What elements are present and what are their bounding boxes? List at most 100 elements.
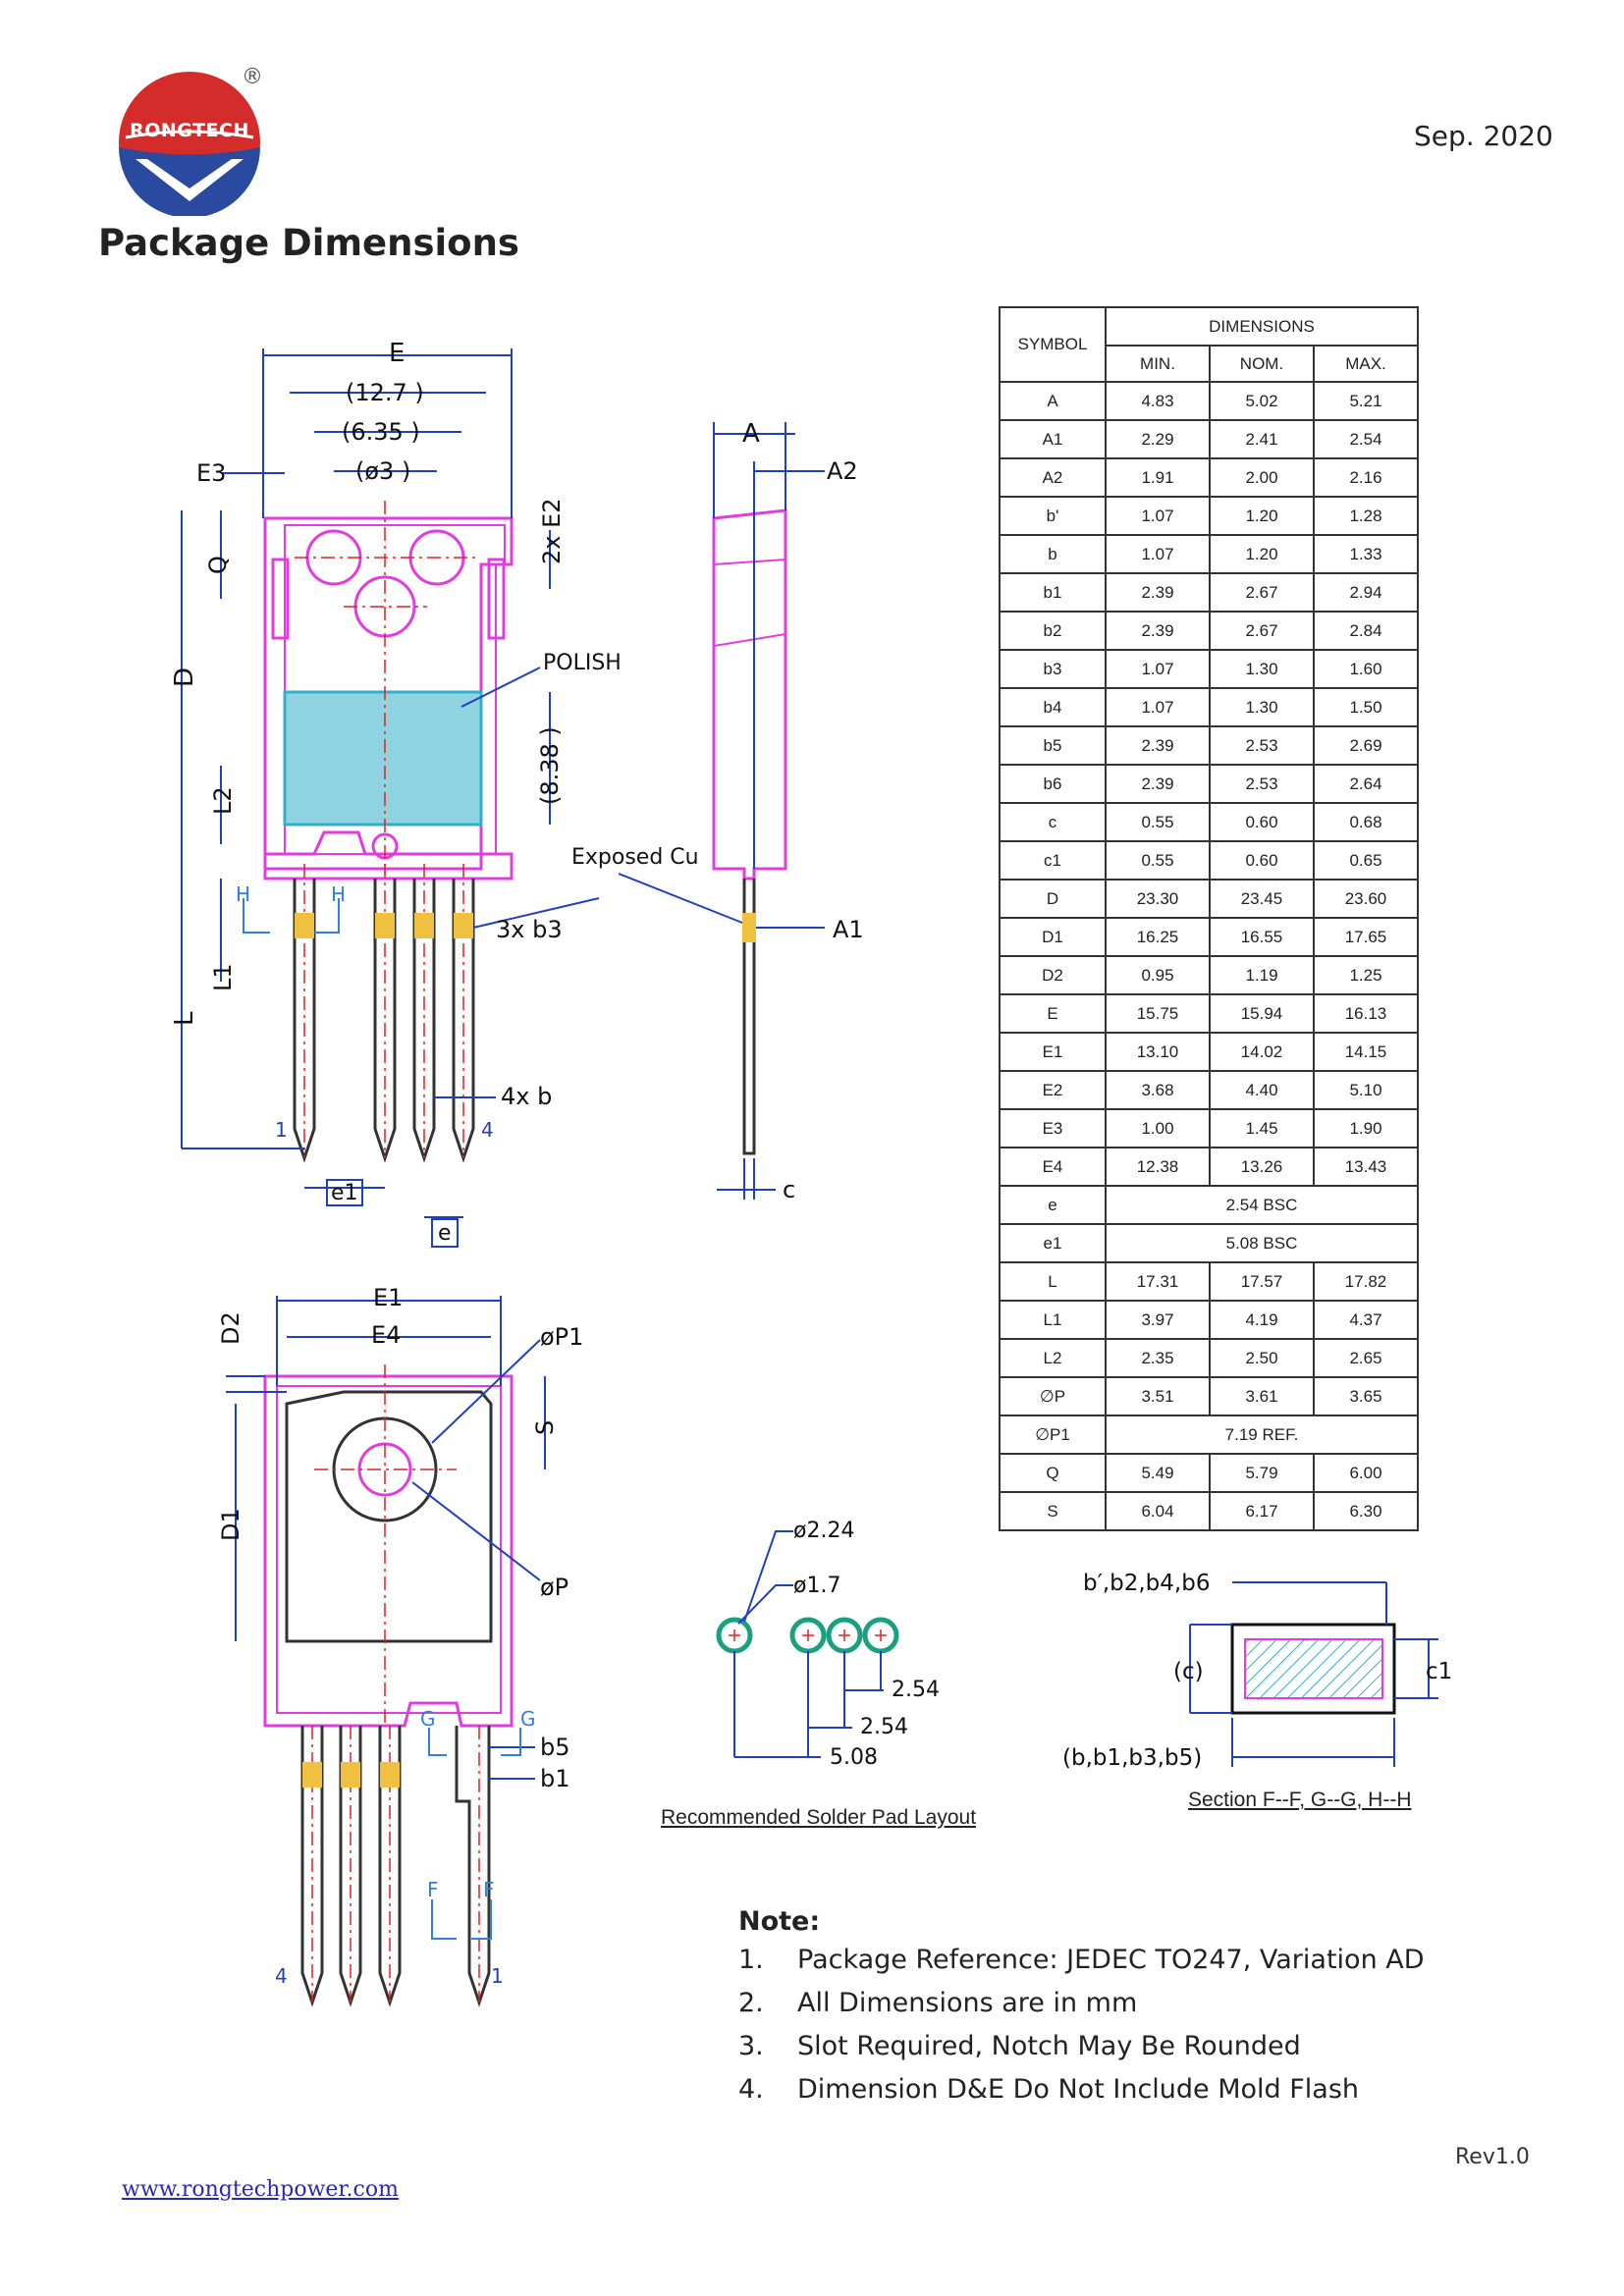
label-3x-b3: 3x b3 [496,916,563,943]
min-value-cell: 5.49 [1105,1453,1211,1493]
nom-value-cell: 0.60 [1209,840,1315,881]
label-4x-b: 4x b [501,1083,552,1110]
max-value-cell: 1.28 [1313,496,1419,536]
symbol-cell: b4 [999,687,1107,727]
note-text: Slot Required, Notch May Be Rounded [797,2031,1301,2061]
dimensions-header: DIMENSIONS [1105,306,1419,347]
symbol-cell: b5 [999,725,1107,766]
symbol-cell: D2 [999,955,1107,995]
min-value-cell: 1.00 [1105,1108,1211,1148]
min-value-cell: 13.10 [1105,1032,1211,1072]
symbol-cell: D1 [999,917,1107,957]
note-text: All Dimensions are in mm [797,1988,1138,2018]
label-A1: A1 [833,916,864,943]
label-P: øP [540,1574,568,1601]
revision-label: Rev1.0 [1455,2145,1530,2169]
nom-value-cell: 17.57 [1209,1261,1315,1302]
nom-value-cell: 5.02 [1209,381,1315,421]
symbol-header: SYMBOL [999,306,1107,383]
symbol-cell: E2 [999,1070,1107,1110]
min-value-cell: 2.39 [1105,611,1211,651]
symbol-cell: e [999,1185,1107,1225]
symbol-cell: D [999,879,1107,919]
note-text: Dimension D&E Do Not Include Mold Flash [797,2074,1360,2105]
label-A: A [742,419,760,449]
min-value-cell: 12.38 [1105,1147,1211,1187]
max-value-cell: 16.13 [1313,993,1419,1034]
max-value-cell: 1.25 [1313,955,1419,995]
nom-value-cell: 1.20 [1209,496,1315,536]
max-value-cell: 5.21 [1313,381,1419,421]
nom-value-cell: 1.30 [1209,687,1315,727]
min-value-cell: 1.07 [1105,687,1211,727]
registered-mark: ® [242,65,263,89]
min-value-cell: 3.51 [1105,1376,1211,1416]
max-value-cell: 0.68 [1313,802,1419,842]
min-value-cell: 3.68 [1105,1070,1211,1110]
symbol-cell: A [999,381,1107,421]
span-value-cell: 5.08 BSC [1105,1223,1419,1263]
max-value-cell: 13.43 [1313,1147,1419,1187]
min-value-cell: 4.83 [1105,381,1211,421]
min-value-cell: 15.75 [1105,993,1211,1034]
max-value-cell: 6.00 [1313,1453,1419,1493]
label-pitch-2-54-b: 2.54 [860,1715,908,1739]
max-header: MAX. [1313,345,1419,383]
label-L: L [170,1011,199,1026]
nom-value-cell: 16.55 [1209,917,1315,957]
label-pad-1-7: ø1.7 [793,1574,840,1598]
label-12-7: (12.7 ) [346,379,424,406]
note-number: 2. [738,1988,764,2018]
symbol-cell: Q [999,1453,1107,1493]
symbol-cell: b6 [999,764,1107,804]
nom-value-cell: 1.45 [1209,1108,1315,1148]
note-item: 3.Slot Required, Notch May Be Rounded [738,2031,1425,2074]
max-value-cell: 1.60 [1313,649,1419,689]
label-P1: øP1 [540,1323,583,1351]
span-value-cell: 7.19 REF. [1105,1415,1419,1455]
symbol-cell: L [999,1261,1107,1302]
max-value-cell: 2.64 [1313,764,1419,804]
nom-value-cell: 2.53 [1209,764,1315,804]
document-date: Sep. 2020 [1414,120,1553,152]
label-F-right: F [483,1878,495,1901]
section-caption: Section F--F, G--G, H--H [1188,1789,1412,1811]
max-value-cell: 5.10 [1313,1070,1419,1110]
label-D1: D1 [217,1508,244,1541]
min-value-cell: 2.39 [1105,764,1211,804]
min-value-cell: 2.35 [1105,1338,1211,1378]
label-H-right: H [331,882,346,906]
label-section-top: b′,b2,b4,b6 [1083,1571,1210,1596]
max-value-cell: 4.37 [1313,1300,1419,1340]
min-value-cell: 17.31 [1105,1261,1211,1302]
note-item: 2. All Dimensions are in mm [738,1988,1425,2031]
symbol-cell: c1 [999,840,1107,881]
symbol-cell: c [999,802,1107,842]
min-value-cell: 16.25 [1105,917,1211,957]
nom-value-cell: 5.79 [1209,1453,1315,1493]
website-link[interactable]: www.rongtechpower.com [122,2177,399,2202]
symbol-cell: e1 [999,1223,1107,1263]
symbol-cell: A2 [999,457,1107,498]
max-value-cell: 23.60 [1313,879,1419,919]
page-title: Package Dimensions [98,222,519,264]
nom-value-cell: 13.26 [1209,1147,1315,1187]
symbol-cell: E [999,993,1107,1034]
max-value-cell: 2.16 [1313,457,1419,498]
label-S: S [531,1420,559,1435]
max-value-cell: 1.33 [1313,534,1419,574]
label-E3: E3 [196,459,226,487]
label-pitch-5-08: 5.08 [830,1745,878,1770]
